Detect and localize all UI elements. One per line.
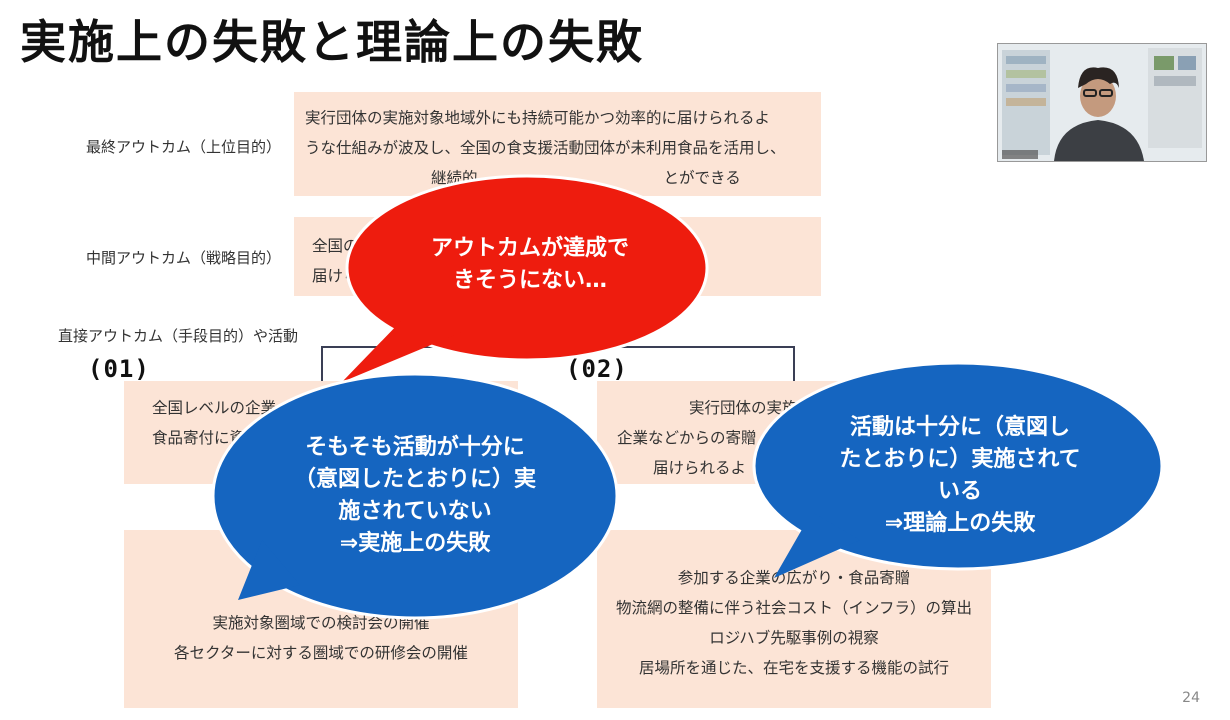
red-bubble-text: アウトカムが達成で きそうにない… [385, 233, 675, 297]
final-outcome-line: うな仕組みが波及し、全国の食支援活動団体が未利用食品を活用し、 [305, 139, 786, 157]
blue-bubble-left-line: 施されていない [338, 499, 492, 524]
slide-title: 実施上の失敗と理論上の失敗 [20, 15, 644, 69]
blue-bubble-right-line: 活動は十分に（意図し [849, 415, 1070, 440]
blue-bubble-left-line: そもそも活動が十分に [305, 435, 525, 460]
blue-bubble-left-text: そもそも活動が十分に （意図したとおりに）実 施されていない ⇒実施上の失敗 [265, 432, 565, 560]
column-02-outcome-line: 実行団体の実施 [689, 399, 798, 417]
column-02-activity: 物流網の整備に伴う社会コスト（インフラ）の算出 [615, 599, 973, 617]
blue-bubble-left [211, 372, 619, 620]
blue-bubble-right [752, 361, 1164, 578]
column-01-activity: 各セクターに対する圏域での研修会の開催 [174, 644, 468, 662]
column-02-outcome-line: 企業などからの寄贈 [617, 429, 757, 447]
column-02-activity: 居場所を通じた、在宅を支援する機能の試行 [638, 659, 949, 677]
column-01-activity: 実施対象圏域での検討会の開催 [212, 614, 430, 632]
column-01-outcome-line: 全国レベルの企業 [152, 399, 277, 417]
red-bubble-line: アウトカムが達成で [430, 236, 629, 261]
column-02-activity: 参加する企業の広がり・食品寄贈 [677, 569, 911, 587]
column-01-outcome-line: 食品寄付に資 [152, 429, 246, 447]
presenter-video[interactable] [997, 43, 1207, 162]
red-bubble [342, 174, 709, 382]
intermediate-outcome-label: 中間アウトカム（戦略目的） [86, 249, 282, 267]
final-outcome-label: 最終アウトカム（上位目的） [86, 138, 282, 156]
blue-bubble-right-line: いる [937, 479, 982, 504]
blue-bubble-right-line: たとおりに）実施されて [839, 447, 1081, 472]
blue-bubble-left-line: ⇒実施上の失敗 [339, 531, 491, 556]
red-bubble-line: きそうにない… [452, 268, 607, 293]
column-02-outcome-line: 届けられるよ [653, 459, 747, 477]
blue-bubble-right-text: 活動は十分に（意図し たとおりに）実施されて いる ⇒理論上の失敗 [810, 412, 1110, 540]
person-video-icon [998, 44, 1206, 161]
blue-bubble-right-line: ⇒理論上の失敗 [884, 511, 1036, 536]
page-number: 24 [1182, 690, 1200, 706]
column-02-activity: ロジハブ先駆事例の視察 [709, 629, 879, 647]
column-number-02: (02) [566, 355, 628, 383]
blue-bubble-left-line: （意図したとおりに）実 [293, 467, 536, 492]
final-outcome-line: 実行団体の実施対象地域外にも持続可能かつ効率的に届けられるよ [305, 109, 771, 127]
column-number-01: (01) [88, 355, 150, 383]
direct-outcome-label: 直接アウトカム（手段目的）や活動 [58, 327, 299, 345]
